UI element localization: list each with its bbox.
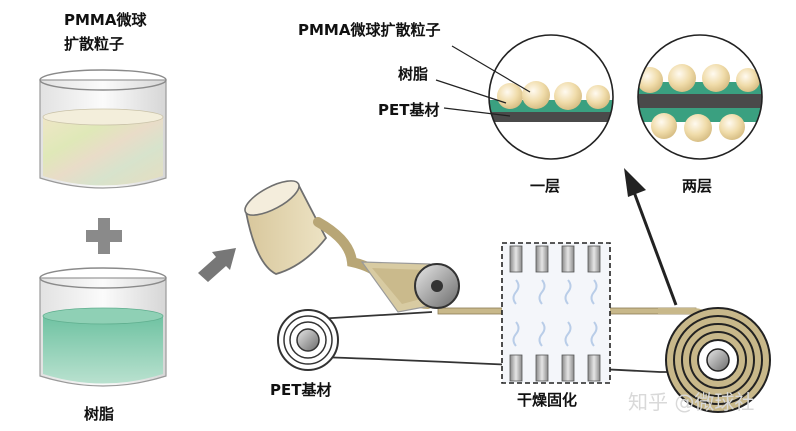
resin-beaker: [39, 267, 167, 387]
pet-roll-label: PET基材: [270, 381, 332, 399]
feed-arrow-icon: [198, 248, 236, 282]
pmma-beaker-label-line2: 扩散粒子: [64, 35, 125, 53]
zoom-two-layer: [637, 34, 763, 160]
resin-zoom-label: 树脂: [398, 65, 429, 83]
plus-icon: [86, 218, 122, 254]
resin-beaker-label: 树脂: [84, 405, 115, 423]
pmma-beaker-label-line1: PMMA微球: [64, 11, 147, 29]
two-layer-label: 两层: [682, 177, 713, 195]
take-up-roll: [665, 307, 771, 413]
coating-roller: [414, 263, 460, 309]
drying-oven: [501, 242, 611, 384]
dry-cure-label: 干燥固化: [517, 391, 578, 409]
pmma-beaker: [39, 69, 167, 189]
web-underside-line: [289, 355, 706, 373]
watermark: 知乎 @微球社: [628, 390, 755, 414]
pet-feed-roll: [277, 309, 339, 371]
pet-zoom-label: PET基材: [378, 101, 440, 119]
leader-lines: [435, 45, 531, 117]
pmma-zoom-label: PMMA微球扩散粒子: [298, 21, 441, 39]
one-layer-label: 一层: [530, 177, 561, 195]
zoom-one-layer: [488, 34, 614, 160]
zoom-arrow-icon: [624, 168, 678, 306]
